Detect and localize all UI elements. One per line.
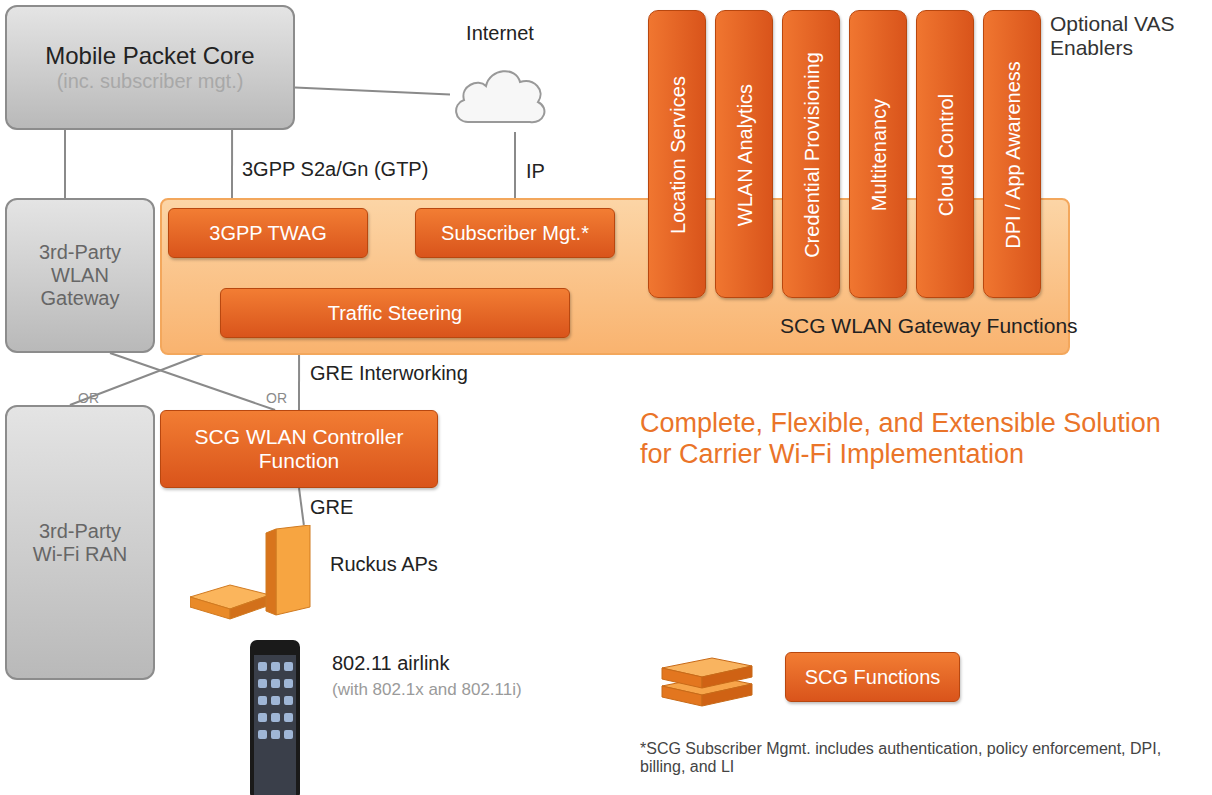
text-wrap: Subscriber Mgt.* xyxy=(441,222,589,245)
function-box: Traffic Steering xyxy=(220,288,570,338)
text-wrap: Location Services xyxy=(649,11,707,299)
node-title: Cloud Control xyxy=(935,94,958,216)
node-title: SCG WLAN Controller Function xyxy=(179,425,419,473)
text-wrap: WLAN Analytics xyxy=(716,11,774,299)
text-wrap: SCG WLAN Gateway Functions xyxy=(780,314,1078,338)
connector-label: GRE xyxy=(310,496,353,519)
node-title: Internet xyxy=(450,22,550,45)
node-title: Ruckus APs xyxy=(330,553,438,576)
core-box: Mobile Packet Core(inc. subscriber mgt.) xyxy=(5,5,295,130)
connector-line xyxy=(64,130,66,198)
connector-label: IP xyxy=(526,160,545,183)
node-title: 3GPP TWAG xyxy=(209,222,326,245)
footnote: *SCG Subscriber Mgmt. includes authentic… xyxy=(640,740,1170,777)
node-title: Subscriber Mgt.* xyxy=(441,222,589,245)
text-wrap: Mobile Packet Core(inc. subscriber mgt.) xyxy=(45,42,254,93)
node-title: Multitenancy xyxy=(868,99,891,211)
node-title: SCG Functions xyxy=(805,666,941,689)
or-label: OR xyxy=(266,390,287,406)
connector-line xyxy=(299,488,304,525)
or-label: OR xyxy=(78,390,99,406)
controller-box: SCG WLAN Controller Function xyxy=(160,410,438,488)
legend-box: SCG Functions xyxy=(785,652,960,702)
text-wrap: Cloud Control xyxy=(917,11,975,299)
ap-illustration xyxy=(190,525,320,630)
airlink-detail: (with 802.1x and 802.11i) xyxy=(332,680,522,700)
access-points: Ruckus APs xyxy=(190,525,420,630)
node-title: DPI / App Awareness xyxy=(1002,61,1025,249)
function-box: 3GPP TWAG xyxy=(168,208,368,258)
gateway-box: 3rd-Party WLAN Gateway xyxy=(5,198,155,353)
node-title: Credential Provisioning xyxy=(801,52,824,258)
node-title: SCG WLAN Gateway Functions xyxy=(780,314,1078,338)
airlink-label: 802.11 airlink xyxy=(332,652,449,675)
text-wrap: 3GPP TWAG xyxy=(209,222,326,245)
node-title: Mobile Packet Core xyxy=(45,42,254,70)
phone-illustration xyxy=(250,640,300,795)
connector-label: GRE Interworking xyxy=(310,362,468,385)
text-wrap: Multitenancy xyxy=(850,11,908,299)
vas-pillar: WLAN Analytics xyxy=(715,10,773,298)
connector-line xyxy=(514,132,516,208)
vas-pillar: Multitenancy xyxy=(849,10,907,298)
text-wrap: DPI / App Awareness xyxy=(984,11,1042,299)
node-title: 3rd-Party Wi-Fi RAN xyxy=(24,520,136,566)
node-title: WLAN Analytics xyxy=(734,84,757,226)
vas-pillar: Cloud Control xyxy=(916,10,974,298)
text-wrap: 3rd-Party Wi-Fi RAN xyxy=(24,520,136,566)
text-wrap: Traffic Steering xyxy=(328,302,463,325)
connector-line xyxy=(110,353,275,410)
ran-box: 3rd-Party Wi-Fi RAN xyxy=(5,405,155,680)
note-label: Optional VAS Enablers xyxy=(1050,12,1210,60)
node-title: Traffic Steering xyxy=(328,302,463,325)
node-subtitle: (inc. subscriber mgt.) xyxy=(45,70,254,93)
vas-pillar: Location Services xyxy=(648,10,706,298)
text-wrap: 3rd-Party WLAN Gateway xyxy=(24,241,136,310)
node-title: 3rd-Party WLAN Gateway xyxy=(24,241,136,310)
connector-line xyxy=(231,130,233,208)
text-wrap: Internet xyxy=(450,22,550,45)
connector-label: 3GPP S2a/Gn (GTP) xyxy=(242,158,428,181)
function-box: Subscriber Mgt.* xyxy=(415,208,615,258)
tagline: Complete, Flexible, and Extensible Solut… xyxy=(640,408,1185,470)
text-wrap: SCG WLAN Controller Function xyxy=(179,425,419,473)
internet-cloud: Internet xyxy=(450,22,550,132)
vas-pillar: Credential Provisioning xyxy=(782,10,840,298)
scg-device-illustration xyxy=(662,658,752,706)
node-title: Location Services xyxy=(667,76,690,234)
cloud-outline xyxy=(450,58,550,130)
text-wrap: SCG Functions xyxy=(805,666,941,689)
text-wrap: Ruckus APs xyxy=(330,553,438,576)
connector-line xyxy=(295,88,450,95)
text-wrap: Credential Provisioning xyxy=(783,11,841,299)
vas-pillar: DPI / App Awareness xyxy=(983,10,1041,298)
